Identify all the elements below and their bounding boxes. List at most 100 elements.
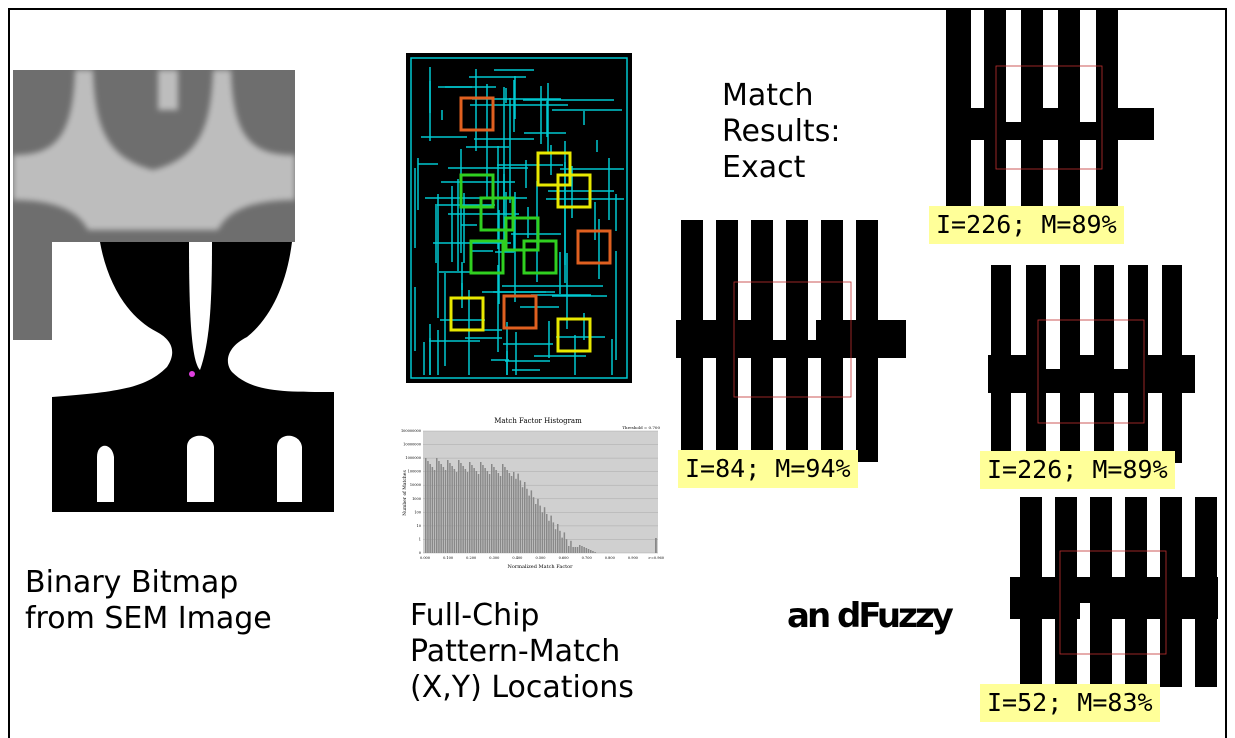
histogram-bar	[541, 512, 544, 553]
histogram-ytick: 100000000	[401, 429, 421, 433]
histogram-bar	[524, 482, 526, 553]
histogram-bar	[587, 549, 590, 553]
histogram-ytick: 0	[419, 551, 421, 555]
histogram-bar	[440, 464, 442, 553]
histogram-bar	[570, 540, 572, 553]
histogram-bar	[429, 464, 431, 553]
histogram-bar	[484, 468, 486, 553]
histogram-bar	[508, 473, 511, 553]
histogram-bar	[532, 497, 535, 553]
histogram-bar	[568, 546, 570, 553]
histogram-bar	[499, 476, 502, 553]
histogram-bar	[502, 464, 504, 553]
histogram-bar	[513, 472, 515, 553]
histogram-bar	[453, 469, 456, 553]
histogram-bar	[548, 520, 550, 553]
histogram-xtick: 0.600	[559, 556, 569, 560]
histogram-bar	[655, 538, 657, 553]
histogram-xtick: 0.300	[489, 556, 499, 560]
histogram-bar	[546, 514, 548, 553]
histogram-bar	[585, 548, 588, 553]
fuzzy-caption: an dFuzzy	[787, 596, 954, 636]
histogram-xlabel: Normalized Match Factor	[507, 564, 573, 570]
histogram-bar	[539, 505, 541, 553]
histogram-xtick: 0.400	[512, 556, 522, 560]
match-box-green-3	[504, 216, 540, 252]
histogram-ytick: 10000	[410, 483, 421, 487]
histogram-threshold: Threshold = 0.700	[622, 425, 660, 430]
histogram-bar	[491, 464, 493, 553]
histogram-bar	[594, 552, 596, 553]
mid-right-match-pattern	[988, 265, 1195, 463]
histogram-bar	[493, 467, 495, 553]
histogram-bar	[486, 471, 489, 553]
histogram-bar	[462, 466, 464, 553]
histogram-bar	[475, 471, 478, 553]
match-box-green-5	[522, 239, 558, 275]
match-box-yellow-2	[556, 173, 592, 209]
histogram-bar	[482, 465, 484, 553]
match-box-yellow-1	[536, 151, 572, 187]
histogram-bar	[449, 463, 451, 553]
bottom-right-match-pattern	[1010, 497, 1218, 687]
histogram-bar	[550, 515, 552, 553]
histogram-bar	[574, 547, 577, 553]
histogram-bar	[583, 547, 585, 553]
histogram-bar	[471, 465, 473, 553]
histogram-bar	[519, 480, 522, 553]
histogram-bar	[488, 474, 491, 553]
histogram-ytick: 1	[419, 537, 421, 541]
histogram-xtick: 0.500	[535, 556, 545, 560]
histogram-bar	[464, 469, 467, 553]
histogram-bar	[504, 467, 506, 553]
histogram-bar	[543, 507, 546, 553]
histogram-bar	[535, 504, 537, 553]
match-results-caption: Match Results: Exact	[722, 78, 841, 185]
histogram-bar	[552, 522, 555, 553]
match-box-orange-2	[576, 229, 612, 265]
histogram-bar	[563, 532, 566, 553]
histogram-bar	[506, 470, 508, 553]
histogram-bar	[473, 468, 475, 553]
histogram-bar	[436, 458, 438, 553]
histogram-xtick: 0.000	[420, 556, 430, 560]
histogram-bar	[444, 470, 447, 553]
histogram-bar	[438, 461, 440, 553]
histogram-bar	[497, 473, 500, 553]
histogram-bar	[561, 537, 563, 553]
histogram-bar	[557, 524, 559, 553]
match-badge-mid-right: I=226; M=89%	[980, 451, 1175, 489]
histogram-bar	[455, 472, 458, 553]
histogram-ytick: 100	[414, 510, 421, 514]
histogram-ylabel: Number of Matches	[402, 470, 408, 516]
match-box-yellow-3	[449, 296, 485, 332]
histogram-bar	[572, 547, 574, 553]
full-chip-layout	[406, 53, 632, 383]
histogram-xtick: 0.700	[582, 556, 592, 560]
histogram-xtick: 0.100	[443, 556, 453, 560]
histogram-bar	[427, 461, 429, 553]
histogram-bar	[469, 462, 471, 553]
histogram-bar	[477, 474, 480, 553]
histogram-bar	[510, 476, 513, 553]
slide-frame	[8, 8, 1227, 738]
histogram-xtick: 0.800	[605, 556, 615, 560]
match-box-orange-3	[502, 294, 538, 330]
histogram-bar	[581, 546, 583, 553]
match-badge-bottom-right: I=52; M=83%	[980, 684, 1160, 722]
histogram-bar	[480, 462, 482, 553]
histogram-ytick: 10000000	[403, 443, 421, 447]
histogram-bar	[425, 458, 427, 553]
histogram-bar	[521, 487, 524, 553]
histogram-bar	[517, 473, 519, 553]
histogram-bar	[554, 529, 557, 553]
match-box-yellow-4	[556, 317, 592, 353]
match-window	[733, 281, 852, 398]
match-badge-exact: I=84; M=94%	[678, 450, 858, 488]
match-box-orange-1	[459, 96, 495, 132]
histogram-bar	[592, 551, 594, 553]
histogram-bar	[515, 478, 517, 553]
histogram-bar	[442, 467, 445, 553]
histogram-xtick: 0.200	[466, 556, 476, 560]
match-box-green-2	[479, 196, 515, 232]
